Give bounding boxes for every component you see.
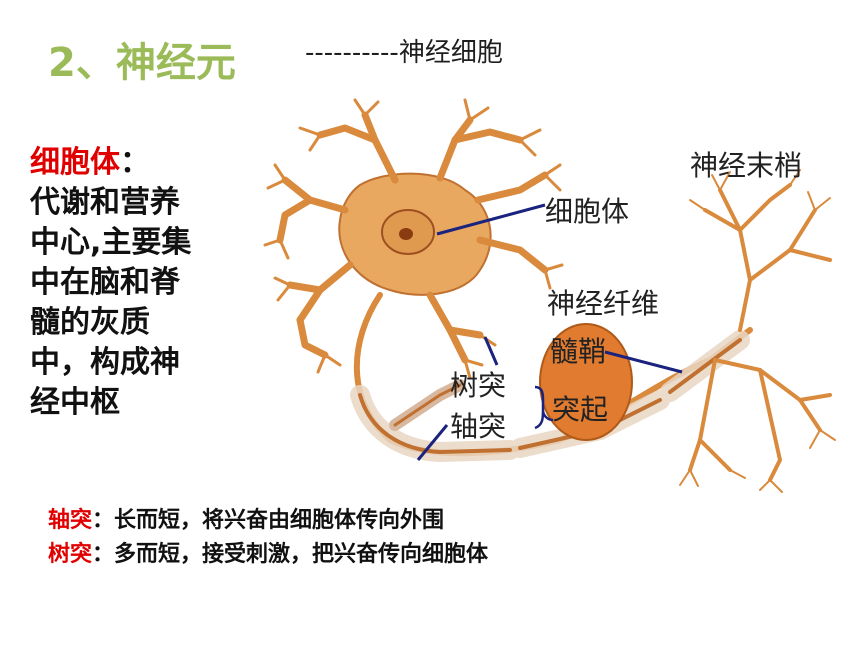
- label-dendrite: 树突: [450, 369, 507, 402]
- nerve-terminals: [688, 183, 832, 482]
- pointer-lines: [416, 203, 683, 461]
- definition-axon-text: ：长而短，将兴奋由细胞体传向外围: [92, 508, 445, 533]
- dendrites: [276, 111, 549, 364]
- process-brace: [534, 385, 554, 430]
- page-title: 2、神经元: [48, 40, 236, 86]
- label-nerve-fiber: 神经纤维: [547, 287, 660, 320]
- cell-body-note: 细胞体： 代谢和营养中心,主要集中在脑和脊髓的灰质中，构成神经中枢: [30, 143, 205, 423]
- cell-body-text: 代谢和营养中心,主要集中在脑和脊髓的灰质中，构成神经中枢: [30, 185, 192, 420]
- dendrite-twigs: [263, 98, 564, 380]
- definition-axon: 轴突：长而短，将兴奋由细胞体传向外围: [48, 502, 444, 534]
- definition-dendrite-text: ：多而短，接受刺激，把兴奋传向细胞体: [92, 542, 489, 567]
- label-axon: 轴突: [450, 410, 507, 443]
- cell-body-term: 细胞体: [30, 145, 120, 180]
- definition-dendrite: 树突：多而短，接受刺激，把兴奋传向细胞体: [48, 536, 488, 568]
- myelin-pointer: [604, 350, 683, 374]
- cell-body-pointer: [436, 203, 546, 236]
- label-cell-body: 细胞体: [545, 195, 630, 228]
- definition-axon-term: 轴突: [48, 508, 93, 533]
- nucleolus: [399, 228, 413, 240]
- page-subtitle: ----------神经细胞: [305, 38, 503, 68]
- dendrite-pointer: [483, 336, 499, 366]
- label-myelin: 髓鞘: [550, 335, 607, 368]
- label-nerve-ending: 神经末梢: [690, 149, 803, 182]
- definition-dendrite-term: 树突: [48, 542, 93, 567]
- label-process: 突起: [552, 393, 609, 426]
- axon-pointer: [416, 424, 449, 461]
- neuron-illustration: [263, 98, 836, 493]
- cell-body-colon: ：: [120, 145, 150, 180]
